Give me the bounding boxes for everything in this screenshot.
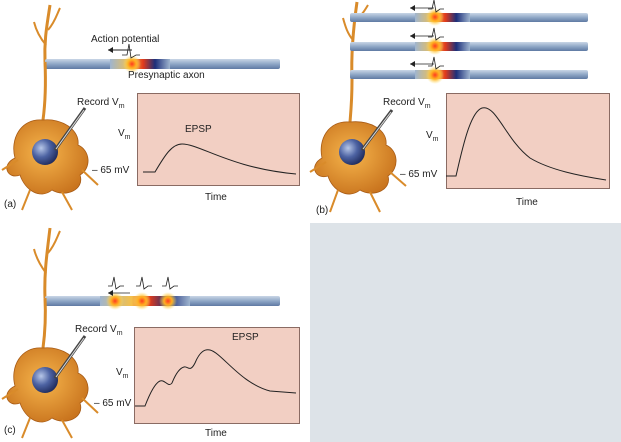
time-axis-label: Time <box>516 197 538 208</box>
record-vm-label: Record Vm <box>75 324 123 337</box>
nucleus <box>32 367 58 393</box>
spike-icon <box>136 276 152 290</box>
spike-icon <box>428 27 444 41</box>
action-potential-glow <box>123 55 141 73</box>
epsp-label: EPSP <box>232 332 259 343</box>
record-vm-label: Record Vm <box>383 97 431 110</box>
time-axis-label: Time <box>205 428 227 439</box>
panel-b-drawing <box>309 0 607 213</box>
panel-b-letter: (b) <box>316 205 329 216</box>
arrow-left-icon <box>410 5 415 11</box>
panel-c: Record Vm Vm EPSP – 65 mV Time (c) <box>0 223 310 442</box>
vm-axis-label: Vm <box>118 128 131 141</box>
spike-icon <box>428 0 444 13</box>
action-potential-label: Action potential <box>91 34 160 45</box>
record-vm-label: Record Vm <box>77 97 125 110</box>
resting-potential-label: – 65 mV <box>94 398 132 409</box>
panel-c-drawing <box>1 227 297 439</box>
epsp-label: EPSP <box>185 124 212 135</box>
vm-axis-label: Vm <box>426 130 439 143</box>
nucleus <box>32 139 58 165</box>
panel-a-drawing <box>1 4 297 211</box>
arrow-left-icon <box>108 47 113 53</box>
arrow-left-icon <box>410 61 415 67</box>
resting-potential-label: – 65 mV <box>400 169 438 180</box>
vm-axis-label: Vm <box>116 367 129 380</box>
panel-a: Action potential Presynaptic axon Record… <box>0 0 310 223</box>
spike-icon <box>108 276 124 290</box>
spike-icon <box>122 43 140 59</box>
nucleus <box>339 139 365 165</box>
arrow-left-icon <box>108 290 113 296</box>
time-axis-label: Time <box>205 192 227 203</box>
panel-b: Record Vm Vm – 65 mV Time (b) <box>309 0 621 223</box>
spike-icon <box>428 56 444 70</box>
panel-c-letter: (c) <box>4 425 16 436</box>
presynaptic-axon-label: Presynaptic axon <box>128 70 205 81</box>
spike-icon <box>162 276 178 290</box>
resting-potential-label: – 65 mV <box>92 165 130 176</box>
panel-a-letter: (a) <box>4 199 17 210</box>
arrow-left-icon <box>410 33 415 39</box>
empty-quadrant <box>310 223 621 442</box>
